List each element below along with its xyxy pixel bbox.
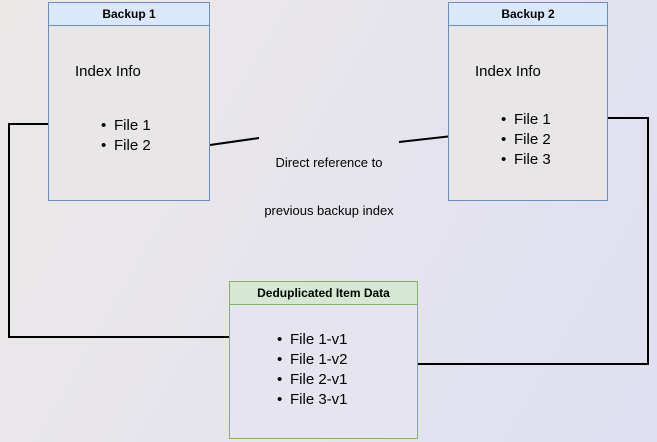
- backup-2-index-info-title: Index Info: [475, 63, 541, 80]
- node-deduplicated-item-data[interactable]: Deduplicated Item Data File 1-v1 File 1-…: [229, 281, 418, 439]
- node-backup-2-body: Index Info File 1 File 2 File 3: [448, 26, 608, 201]
- list-item: File 1-v2: [277, 350, 347, 370]
- list-item: File 2-v1: [277, 370, 347, 390]
- list-item: File 1: [501, 110, 551, 130]
- node-dedup-header: Deduplicated Item Data: [229, 281, 418, 305]
- edge-label-line-1: Direct reference to: [275, 155, 383, 170]
- edge-label-line-2: previous backup index: [264, 203, 394, 218]
- backup-1-index-info-title: Index Info: [75, 63, 141, 80]
- node-backup-2[interactable]: Backup 2 Index Info File 1 File 2 File 3: [448, 2, 608, 201]
- list-item: File 2: [501, 130, 551, 150]
- list-item: File 1: [101, 116, 151, 136]
- backup-1-file-list: File 1 File 2: [98, 116, 151, 156]
- node-dedup-body: File 1-v1 File 1-v2 File 2-v1 File 3-v1: [229, 305, 418, 439]
- backup-2-file-list: File 1 File 2 File 3: [498, 110, 551, 170]
- node-backup-1-body: Index Info File 1 File 2: [48, 26, 210, 201]
- dedup-file-list: File 1-v1 File 1-v2 File 2-v1 File 3-v1: [274, 330, 347, 410]
- node-backup-1-header: Backup 1: [48, 2, 210, 26]
- list-item: File 3-v1: [277, 390, 347, 410]
- list-item: File 3: [501, 150, 551, 170]
- list-item: File 2: [101, 136, 151, 156]
- list-item: File 1-v1: [277, 330, 347, 350]
- node-backup-2-header: Backup 2: [448, 2, 608, 26]
- edge-label-direct-reference: Direct reference to previous backup inde…: [260, 123, 398, 251]
- node-backup-1[interactable]: Backup 1 Index Info File 1 File 2: [48, 2, 210, 201]
